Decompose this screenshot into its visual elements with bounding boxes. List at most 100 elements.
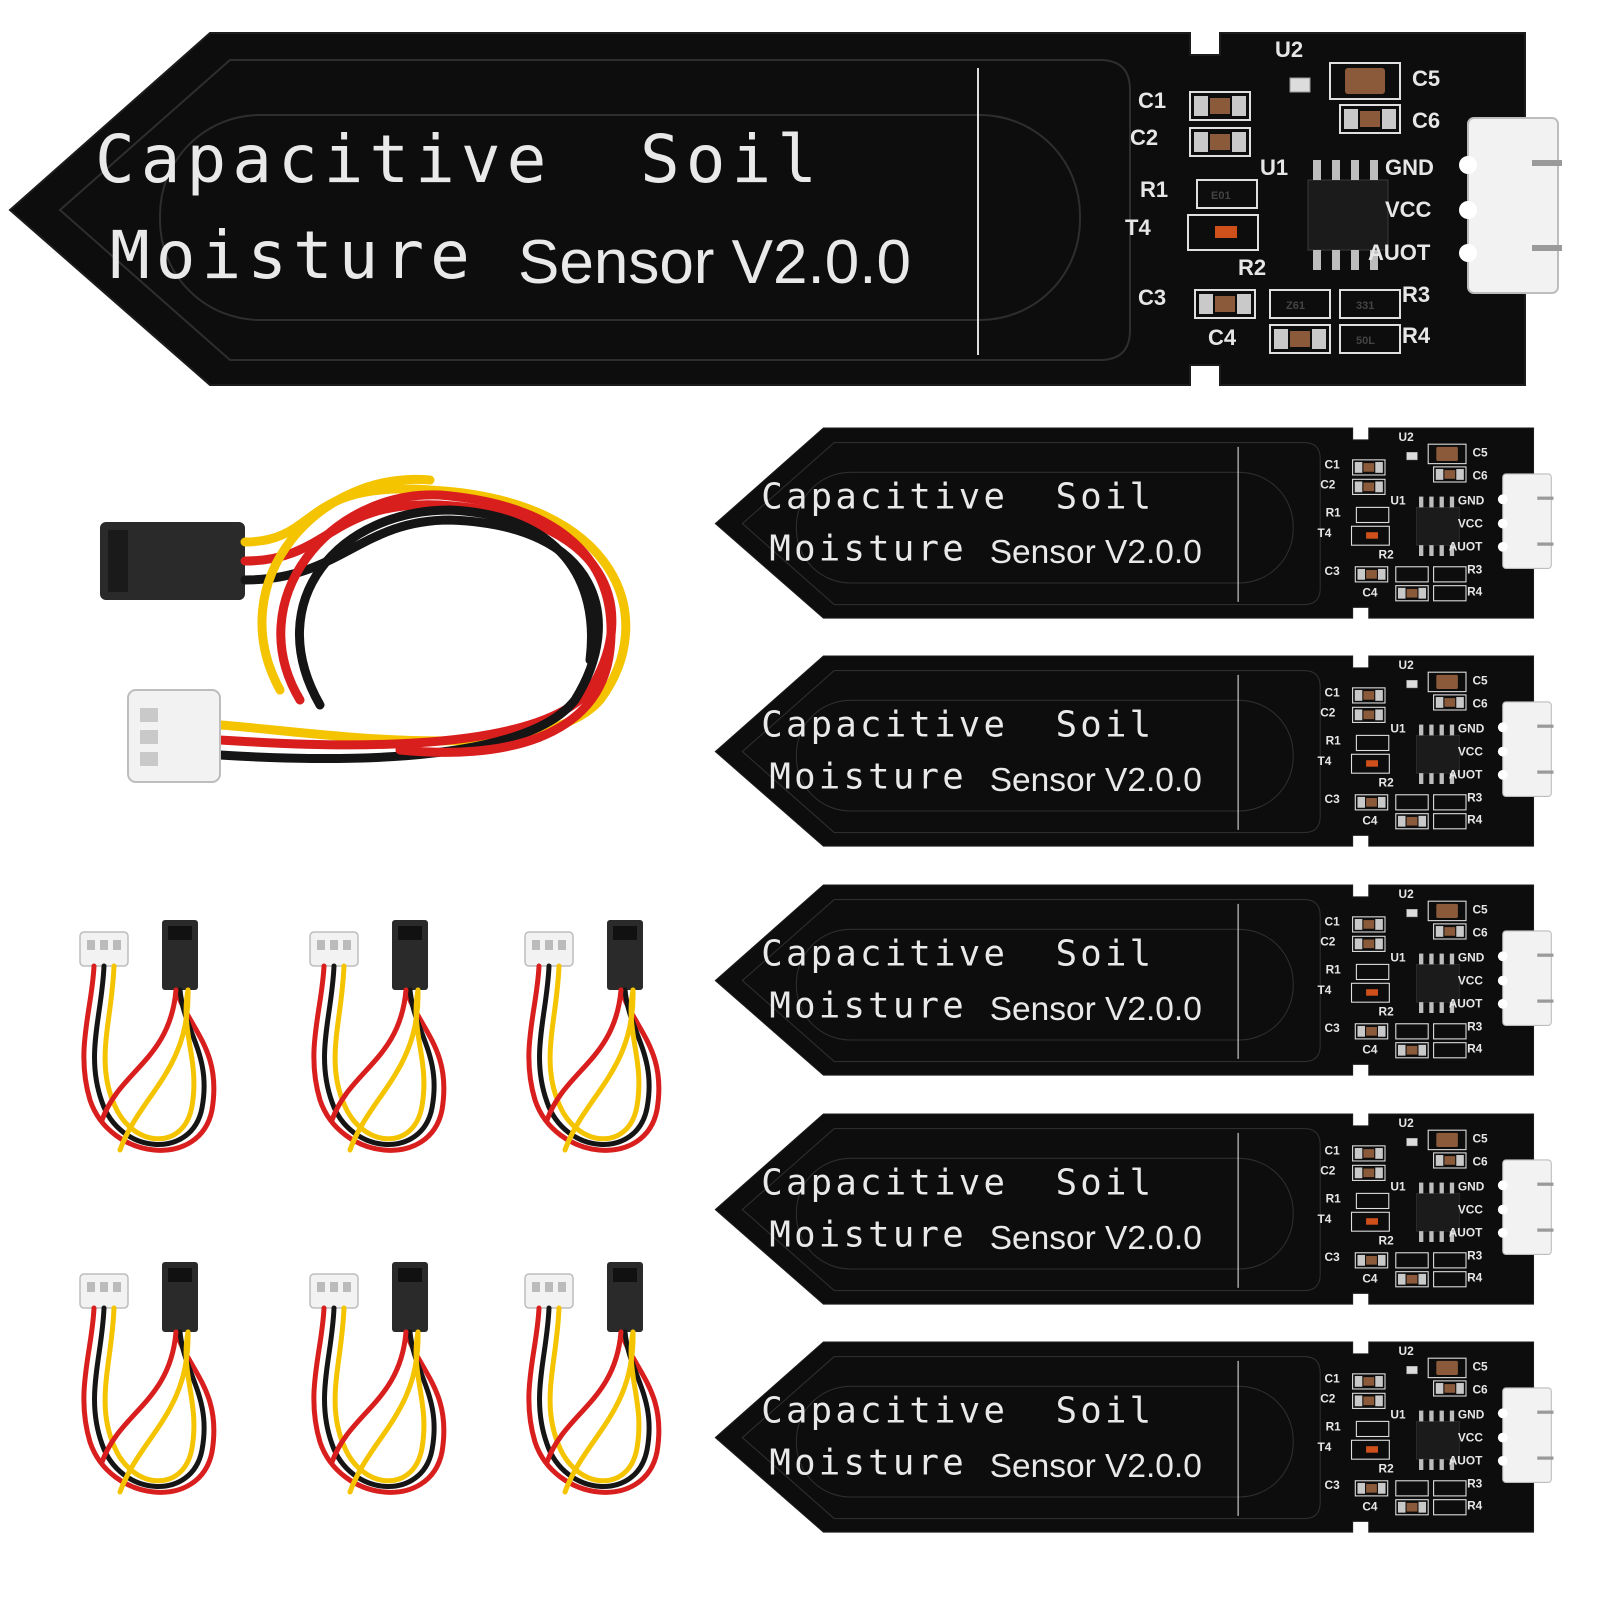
dupont-connector-icon (392, 920, 428, 990)
label-r1: R1 (1326, 963, 1342, 977)
label-r4: R4 (1467, 1041, 1483, 1055)
label-c1: C1 (1325, 686, 1341, 700)
jst-connector-icon (79, 1273, 129, 1309)
board-title-soil: Soil (1056, 933, 1155, 974)
label-c1: C1 (1325, 458, 1341, 472)
board-title-soil: Soil (1056, 1162, 1155, 1203)
label-u1: U1 (1390, 722, 1406, 736)
label-vcc: VCC (1385, 197, 1432, 222)
jst-connector-icon (524, 931, 574, 967)
label-r2: R2 (1379, 1005, 1395, 1019)
jumper-cable-large (100, 474, 631, 783)
label-t4: T4 (1318, 1212, 1332, 1226)
label-u1: U1 (1390, 1408, 1406, 1422)
board-title-capacitive: Capacitive (761, 704, 1008, 745)
label-c5: C5 (1472, 903, 1488, 917)
label-c3: C3 (1138, 285, 1166, 310)
label-gnd: GND (1458, 722, 1485, 736)
label-c4: C4 (1362, 1499, 1378, 1513)
label-r2: R2 (1238, 255, 1266, 280)
jst-connector-icon (309, 931, 359, 967)
label-r3: R3 (1402, 282, 1430, 307)
label-c1: C1 (1138, 88, 1166, 113)
label-c2: C2 (1320, 705, 1336, 719)
label-c2: C2 (1320, 1163, 1336, 1177)
jst-connector-icon (524, 1273, 574, 1309)
label-u1: U1 (1390, 1180, 1406, 1194)
dupont-connector-icon (607, 920, 643, 990)
label-aout: AUOT (1449, 1454, 1483, 1468)
board-title-version: Sensor V2.0.0 (518, 228, 911, 297)
label-c6: C6 (1472, 696, 1488, 710)
label-c6: C6 (1472, 1154, 1488, 1168)
jumper-cable-small (309, 1262, 447, 1495)
label-t4: T4 (1318, 983, 1332, 997)
label-u2: U2 (1399, 887, 1415, 901)
label-c3: C3 (1325, 1021, 1341, 1035)
board-title-capacitive: Capacitive (761, 1390, 1008, 1431)
board-title-version: Sensor V2.0.0 (990, 1448, 1202, 1485)
dupont-connector-icon (607, 1262, 643, 1332)
label-r4: R4 (1467, 584, 1483, 598)
label-c6: C6 (1472, 1382, 1488, 1396)
label-c5: C5 (1412, 66, 1440, 91)
board-title-capacitive: Capacitive (761, 476, 1008, 517)
label-c2: C2 (1320, 934, 1336, 948)
board-title-version: Sensor V2.0.0 (990, 1220, 1202, 1257)
board-title-capacitive: Capacitive (761, 1162, 1008, 1203)
label-c1: C1 (1325, 1372, 1341, 1386)
board-title-moisture: Moisture (769, 1442, 967, 1483)
label-r2: R2 (1379, 1234, 1395, 1248)
label-vcc: VCC (1458, 516, 1483, 530)
label-c2: C2 (1320, 1391, 1336, 1405)
label-c3: C3 (1325, 564, 1341, 578)
label-aout: AUOT (1449, 1226, 1483, 1240)
label-aout: AUOT (1368, 240, 1431, 265)
board-title-version: Sensor V2.0.0 (990, 534, 1202, 571)
label-t4: T4 (1318, 754, 1332, 768)
label-aout: AUOT (1449, 768, 1483, 782)
component-labels: U2 C5 C6 C1 C2 U1 R1 T4 R2 C3 C4 R3 R4 G… (1125, 37, 1440, 350)
label-r2: R2 (1379, 1462, 1395, 1476)
board-title-version: Sensor V2.0.0 (990, 762, 1202, 799)
label-c6: C6 (1472, 468, 1488, 482)
label-c3: C3 (1325, 1478, 1341, 1492)
board-title-moisture: Moisture (110, 217, 476, 294)
label-r2: R2 (1379, 548, 1395, 562)
label-r3: R3 (1467, 562, 1483, 576)
label-u1: U1 (1390, 494, 1406, 508)
label-t4: T4 (1318, 526, 1332, 540)
label-vcc: VCC (1458, 1430, 1483, 1444)
sensor-board-large: Capacitive Soil Moisture Sensor V2.0.0 U… (9, 32, 1563, 386)
label-u2: U2 (1399, 1116, 1415, 1130)
board-title-soil: Soil (640, 121, 823, 198)
jst-connector-icon (79, 931, 129, 967)
label-c1: C1 (1325, 1144, 1341, 1158)
label-c4: C4 (1362, 813, 1378, 827)
label-aout: AUOT (1449, 997, 1483, 1011)
label-u1: U1 (1390, 951, 1406, 965)
label-r1: R1 (1326, 506, 1342, 520)
jumper-cable-small (524, 1262, 662, 1495)
jumper-cable-small (309, 920, 447, 1153)
label-gnd: GND (1458, 951, 1485, 965)
dupont-connector-icon (162, 920, 198, 990)
label-r3: R3 (1467, 1019, 1483, 1033)
board-title-capacitive: Capacitive (761, 933, 1008, 974)
label-c4: C4 (1208, 325, 1237, 350)
label-c2: C2 (1320, 477, 1336, 491)
board-title-moisture: Moisture (769, 528, 967, 569)
label-c4: C4 (1362, 585, 1378, 599)
marking-r1: E01 (1211, 190, 1231, 202)
dupont-connector-icon (162, 1262, 198, 1332)
board-title-moisture: Moisture (769, 756, 967, 797)
label-gnd: GND (1458, 1408, 1485, 1422)
label-r2: R2 (1379, 776, 1395, 790)
label-c1: C1 (1325, 915, 1341, 929)
board-title-soil: Soil (1056, 1390, 1155, 1431)
label-gnd: GND (1385, 155, 1434, 180)
